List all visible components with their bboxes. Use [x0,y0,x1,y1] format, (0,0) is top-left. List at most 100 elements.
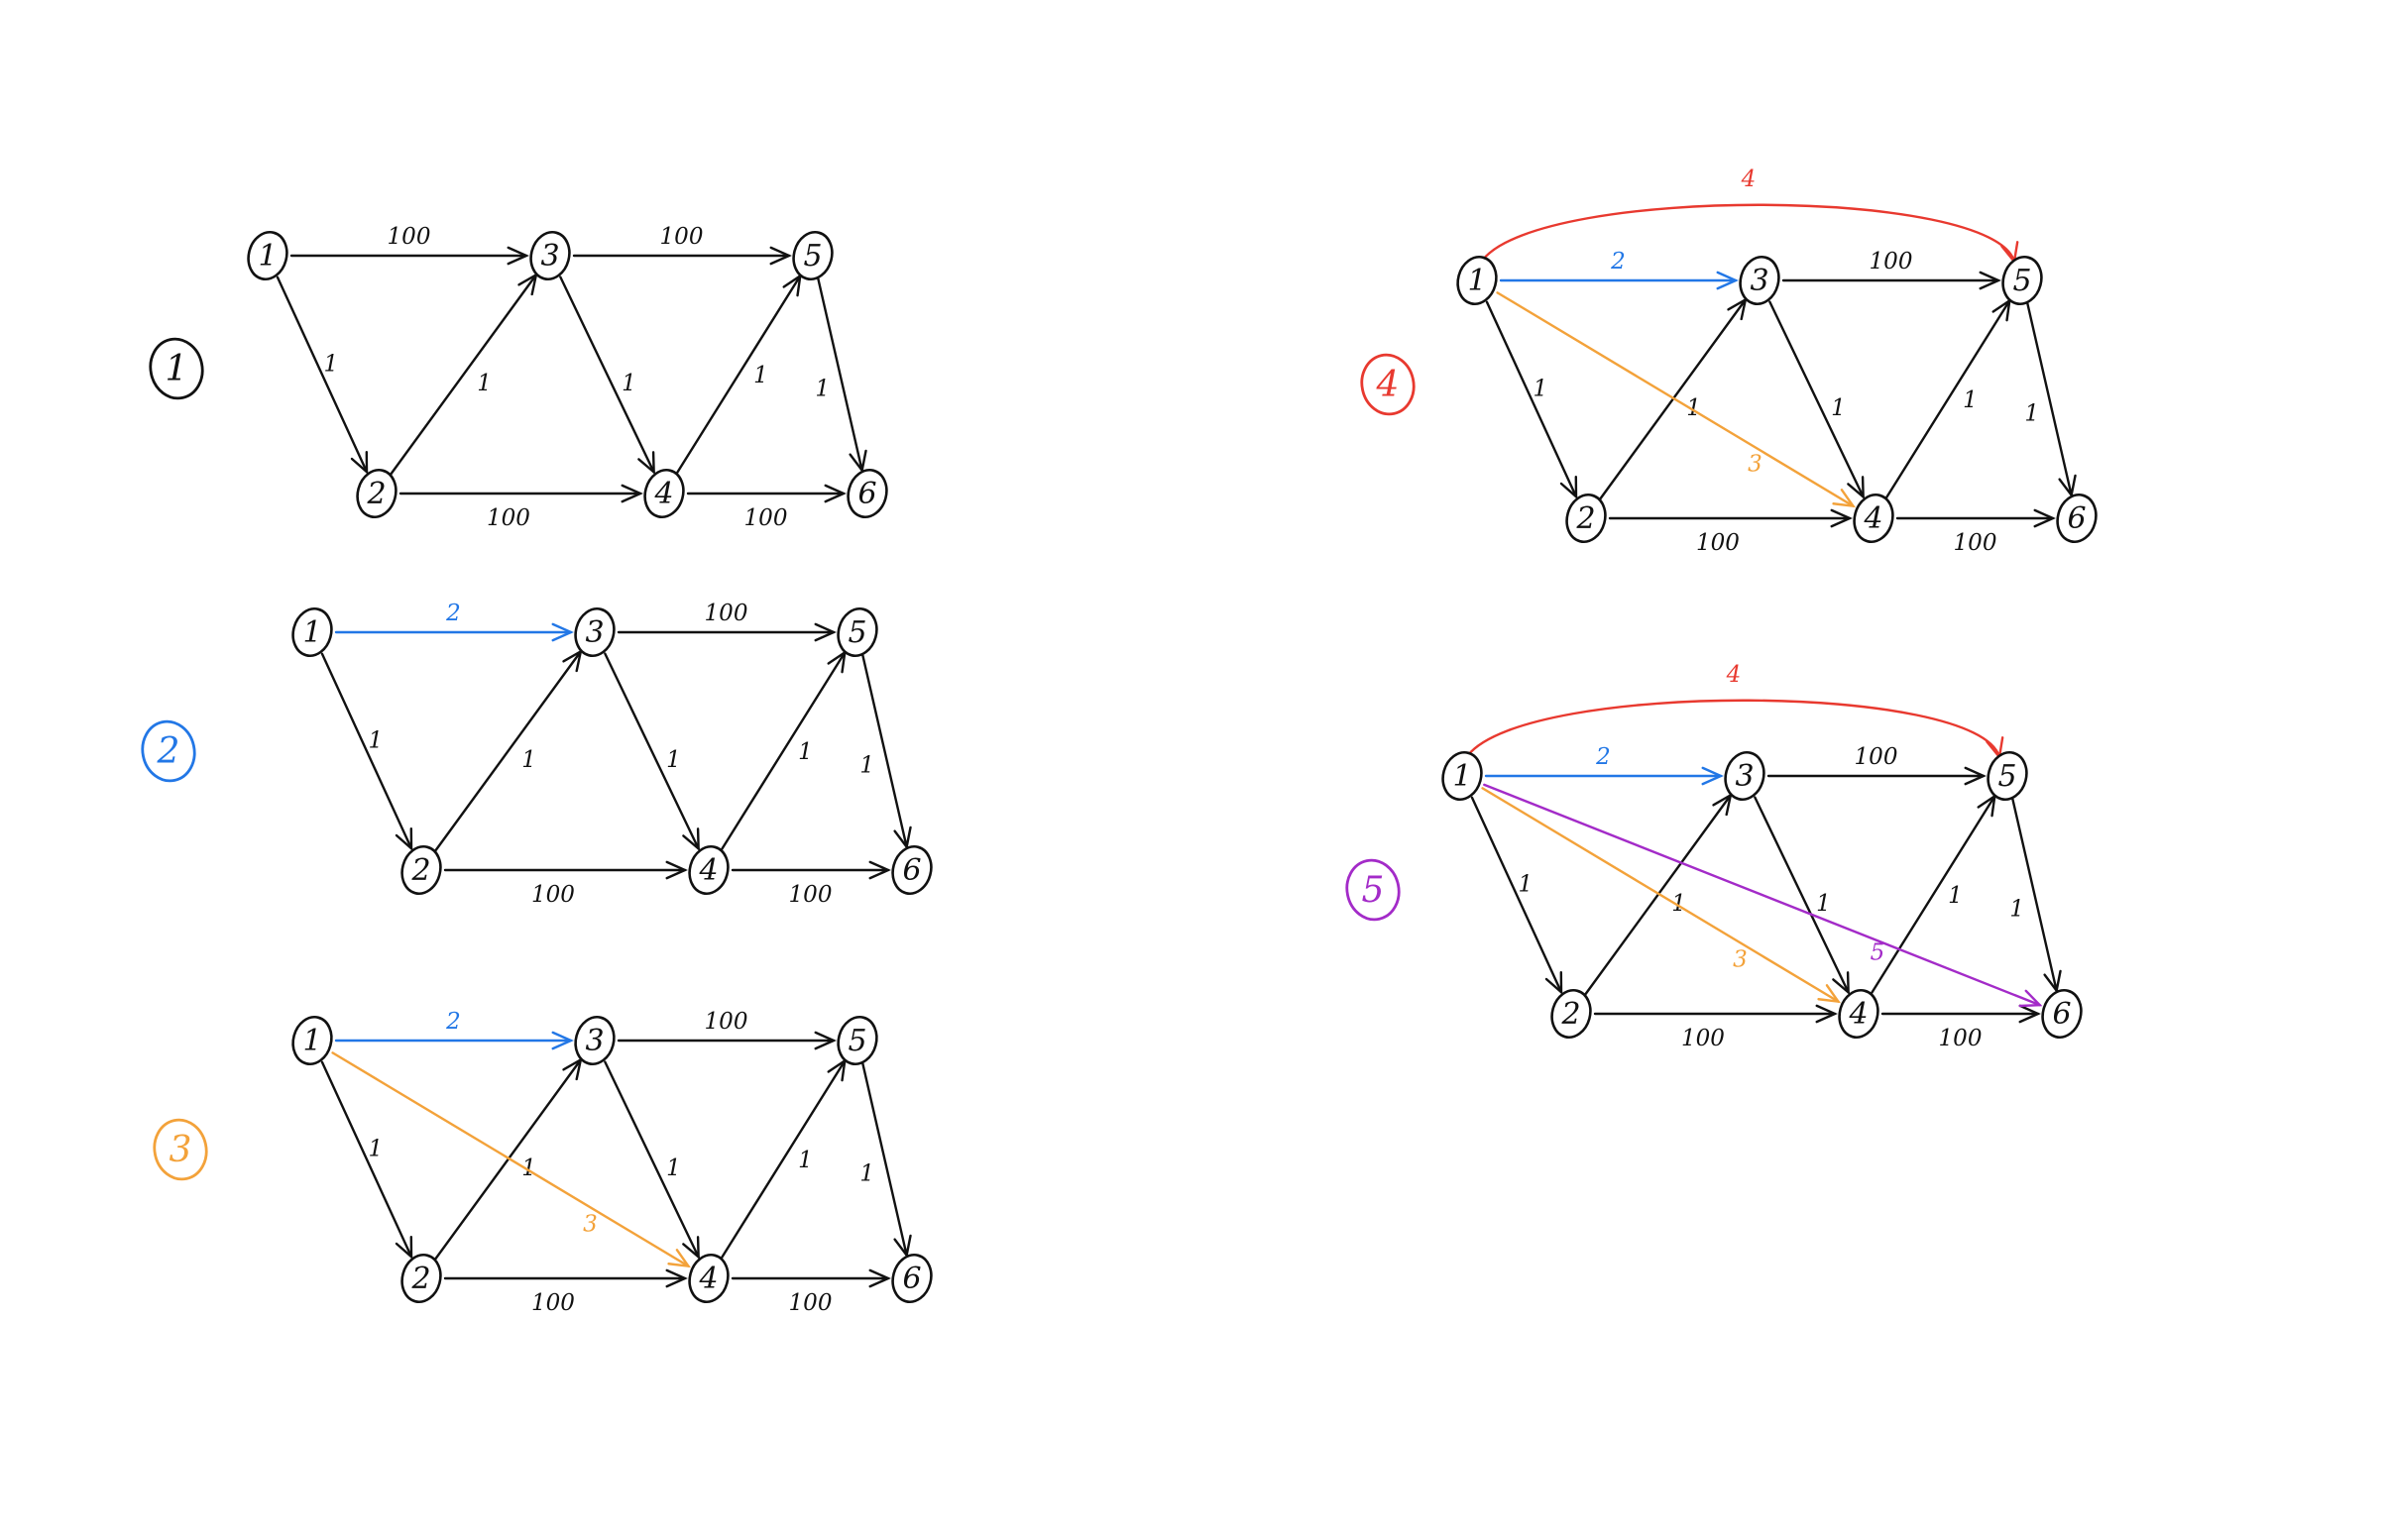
edge-weight-label: 2 [445,1009,461,1035]
edge-3-4: 1 [1754,796,1850,996]
arrow-head [637,451,655,476]
arrow-head [682,1236,700,1261]
edge-line [1496,291,1855,507]
edge-5-6: 1 [859,1062,912,1259]
node-ring [574,607,616,657]
node-4: 4 [688,1254,730,1303]
node-4: 4 [1838,989,1879,1039]
step-marker-number: 1 [166,349,188,389]
arrow-head [507,246,529,266]
node-ring [400,1254,442,1303]
step-marker-ring [141,719,196,783]
edge-line [675,275,802,475]
node-2: 2 [356,469,398,518]
node-2: 2 [1565,494,1607,543]
node-3: 3 [1724,751,1765,801]
node-number: 1 [302,1024,321,1058]
arrow-head [395,1235,413,1260]
edge-line [720,651,847,851]
arrow-head [682,827,700,852]
edge-3-5: 100 [617,601,837,642]
edge-4-6: 100 [1880,1004,2041,1051]
edge-line [2026,302,2073,496]
edge-weight-label: 3 [1748,451,1762,477]
edge-line [559,275,655,474]
edge-2-3: 1 [433,649,583,852]
edge-line [720,1059,847,1260]
arrow-head [814,622,837,642]
node-5: 5 [837,1016,878,1065]
edge-2-3: 1 [1583,793,1733,996]
edge-weight-label: 100 [1870,249,1913,275]
edge-1-2: 1 [1470,796,1563,995]
arrow-head [824,484,847,503]
edge-weight-label: 1 [2024,401,2039,427]
node-ring [837,607,878,657]
edge-weight-label: 100 [1855,744,1898,770]
node-1: 1 [1456,256,1498,305]
edge-line [817,277,863,472]
arrow-head [1559,475,1578,499]
edge-line [1485,300,1578,498]
step-marker: 5 [1345,858,1401,922]
edge-weight-label: 1 [521,747,536,773]
edge-weight-label: 1 [666,747,681,773]
edge-weight-label: 2 [1610,249,1626,275]
node-ring [1987,751,2028,801]
edge-4-5: 1 [1870,793,1996,995]
node-4: 4 [688,845,730,895]
node-6: 6 [2041,989,2083,1039]
edge-4-5: 1 [720,649,847,851]
node-number: 2 [410,1262,430,1296]
arrow-head [2018,1004,2041,1024]
edge-2-3: 1 [389,273,538,476]
arrow-head [782,273,802,297]
edge-2-4: 100 [398,484,643,531]
node-1: 1 [291,607,333,657]
edge-weight-label: 100 [1696,530,1740,556]
step-marker-number: 2 [157,731,180,772]
node-4: 4 [643,469,685,518]
edge-1-2: 1 [320,652,413,851]
arrow-head [1815,1004,1838,1024]
arrow-head [1847,476,1865,500]
node-2: 2 [400,845,442,895]
edge-line [1481,203,2016,264]
edge-4-6: 100 [731,1268,891,1316]
node-ring [847,469,888,518]
edge-2-3: 1 [433,1057,583,1261]
arrow-head [551,1031,574,1050]
node-number: 5 [848,1024,866,1058]
edge-line [604,1060,700,1259]
edge-weight-label: 1 [1518,871,1533,897]
edge-1-2: 1 [320,1060,413,1260]
node-1: 1 [291,1016,333,1065]
arrow-head [769,246,792,266]
node-number: 4 [698,1262,718,1296]
node-number: 3 [585,1024,604,1058]
edge-weight-label: 100 [705,1009,748,1035]
node-ring [792,231,834,280]
arrow-head [1830,508,1853,528]
arrow-head [868,1268,891,1288]
node-ring [574,1016,616,1065]
node-ring [1565,494,1607,543]
node-number: 4 [698,853,718,888]
node-number: 2 [410,853,430,888]
edge-weight-label: 1 [323,351,338,377]
node-number: 6 [857,477,876,511]
node-4: 4 [1853,494,1894,543]
arrow-head [868,860,891,880]
arrow-head [1964,766,1987,786]
edge-weight-label: 2 [1595,744,1611,770]
edge-weight-label: 100 [1954,530,1997,556]
edge-line [1466,699,2001,759]
edge-1-3: 100 [289,224,529,266]
edge-2-4: 100 [443,860,688,908]
arrow-head [1701,766,1724,786]
edge-3-5: 100 [617,1009,837,1050]
edge-weight-label: 1 [1816,891,1831,917]
node-ring [356,469,398,518]
